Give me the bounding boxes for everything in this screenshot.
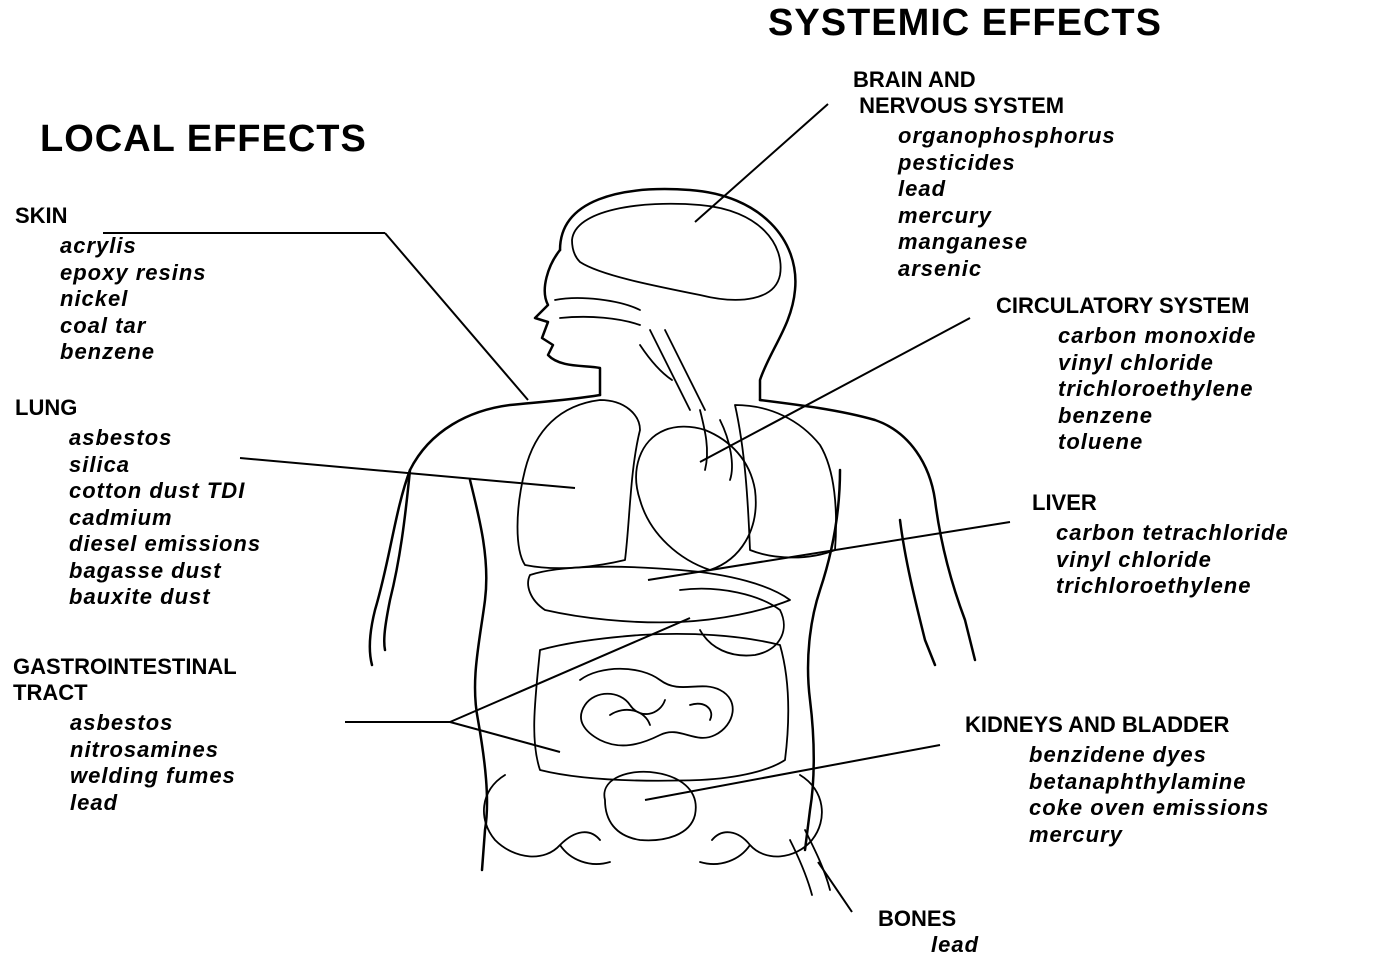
pelvis (484, 775, 822, 864)
liver-leader (648, 522, 1010, 580)
aorta (700, 410, 732, 480)
list-item: manganese (898, 229, 1116, 256)
list-item: carbon tetrachloride (1056, 520, 1289, 547)
bones-leader (818, 862, 852, 912)
list-item: cotton dust TDI (69, 478, 261, 505)
nasal-cavity (555, 298, 640, 325)
femur (790, 830, 830, 895)
lung-list: asbestos silica cotton dust TDI cadmium … (69, 425, 261, 611)
list-item: lead (931, 932, 979, 959)
bones-title: BONES (878, 906, 979, 932)
list-item: lead (70, 790, 237, 817)
list-item: silica (69, 452, 261, 479)
list-item: vinyl chloride (1056, 547, 1289, 574)
lung-group: LUNG asbestos silica cotton dust TDI cad… (15, 395, 261, 611)
right-lung (735, 405, 836, 558)
list-item: organophosphorus (898, 123, 1116, 150)
gi-title: GASTROINTESTINAL TRACT (13, 654, 237, 706)
gi-group: GASTROINTESTINAL TRACT asbestos nitrosam… (13, 654, 237, 816)
brain-title: BRAIN AND NERVOUS SYSTEM (853, 67, 1116, 119)
brain-group: BRAIN AND NERVOUS SYSTEM organophosphoru… (853, 67, 1116, 282)
bones-list: lead (931, 932, 979, 959)
local-effects-heading: LOCAL EFFECTS (40, 118, 367, 161)
list-item: cadmium (69, 505, 261, 532)
trachea (640, 330, 705, 410)
list-item: toluene (1058, 429, 1256, 456)
list-item: benzene (60, 339, 207, 366)
list-item: epoxy resins (60, 260, 207, 287)
list-item: nickel (60, 286, 207, 313)
circulatory-leader (700, 318, 970, 462)
skin-leader-diagonal (385, 233, 528, 400)
right-torso (805, 470, 840, 850)
liver-list: carbon tetrachloride vinyl chloride tric… (1056, 520, 1289, 600)
liver (528, 567, 790, 623)
liver-title: LIVER (1032, 490, 1289, 516)
list-item: carbon monoxide (1058, 323, 1256, 350)
list-item: pesticides (898, 150, 1116, 177)
list-item: trichloroethylene (1056, 573, 1289, 600)
kidneys-title: KIDNEYS AND BLADDER (965, 712, 1269, 738)
lung-title: LUNG (15, 395, 261, 421)
small-intestine (580, 669, 733, 746)
list-item: asbestos (70, 710, 237, 737)
circulatory-list: carbon monoxide vinyl chloride trichloro… (1058, 323, 1256, 456)
gi-list: asbestos nitrosamines welding fumes lead (70, 710, 237, 816)
list-item: lead (898, 176, 1116, 203)
circulatory-title: CIRCULATORY SYSTEM (996, 293, 1256, 319)
list-item: mercury (898, 203, 1116, 230)
face-outline (535, 250, 600, 395)
list-item: mercury (1029, 822, 1269, 849)
liver-group: LIVER carbon tetrachloride vinyl chlorid… (1032, 490, 1289, 600)
list-item: betanaphthylamine (1029, 769, 1269, 796)
list-item: benzidene dyes (1029, 742, 1269, 769)
kidneys-list: benzidene dyes betanaphthylamine coke ov… (1029, 742, 1269, 848)
list-item: welding fumes (70, 763, 237, 790)
list-item: vinyl chloride (1058, 350, 1256, 377)
kidneys-group: KIDNEYS AND BLADDER benzidene dyes betan… (965, 712, 1269, 848)
brain-list: organophosphorus pesticides lead mercury… (898, 123, 1116, 282)
list-item: coke oven emissions (1029, 795, 1269, 822)
skin-title: SKIN (15, 203, 207, 229)
list-item: trichloroethylene (1058, 376, 1256, 403)
left-shoulder (370, 395, 600, 665)
brain-outline (572, 204, 781, 300)
systemic-effects-heading: SYSTEMIC EFFECTS (768, 2, 1162, 45)
stomach (680, 589, 784, 656)
bones-group: BONES lead (878, 906, 979, 959)
right-arm (900, 520, 935, 665)
list-item: benzene (1058, 403, 1256, 430)
circulatory-group: CIRCULATORY SYSTEM carbon monoxide vinyl… (996, 293, 1256, 456)
skin-list: acrylis epoxy resins nickel coal tar ben… (60, 233, 207, 366)
list-item: arsenic (898, 256, 1116, 283)
gi-leader-c (450, 722, 560, 752)
skin-group: SKIN acrylis epoxy resins nickel coal ta… (15, 203, 207, 366)
gi-leader-b (450, 618, 690, 722)
kidneys-leader (645, 745, 940, 800)
list-item: acrylis (60, 233, 207, 260)
list-item: bagasse dust (69, 558, 261, 585)
list-item: asbestos (69, 425, 261, 452)
list-item: nitrosamines (70, 737, 237, 764)
bladder (604, 772, 695, 841)
list-item: bauxite dust (69, 584, 261, 611)
right-shoulder (760, 400, 975, 660)
heart (636, 427, 756, 570)
brain-leader (695, 104, 828, 222)
list-item: diesel emissions (69, 531, 261, 558)
list-item: coal tar (60, 313, 207, 340)
